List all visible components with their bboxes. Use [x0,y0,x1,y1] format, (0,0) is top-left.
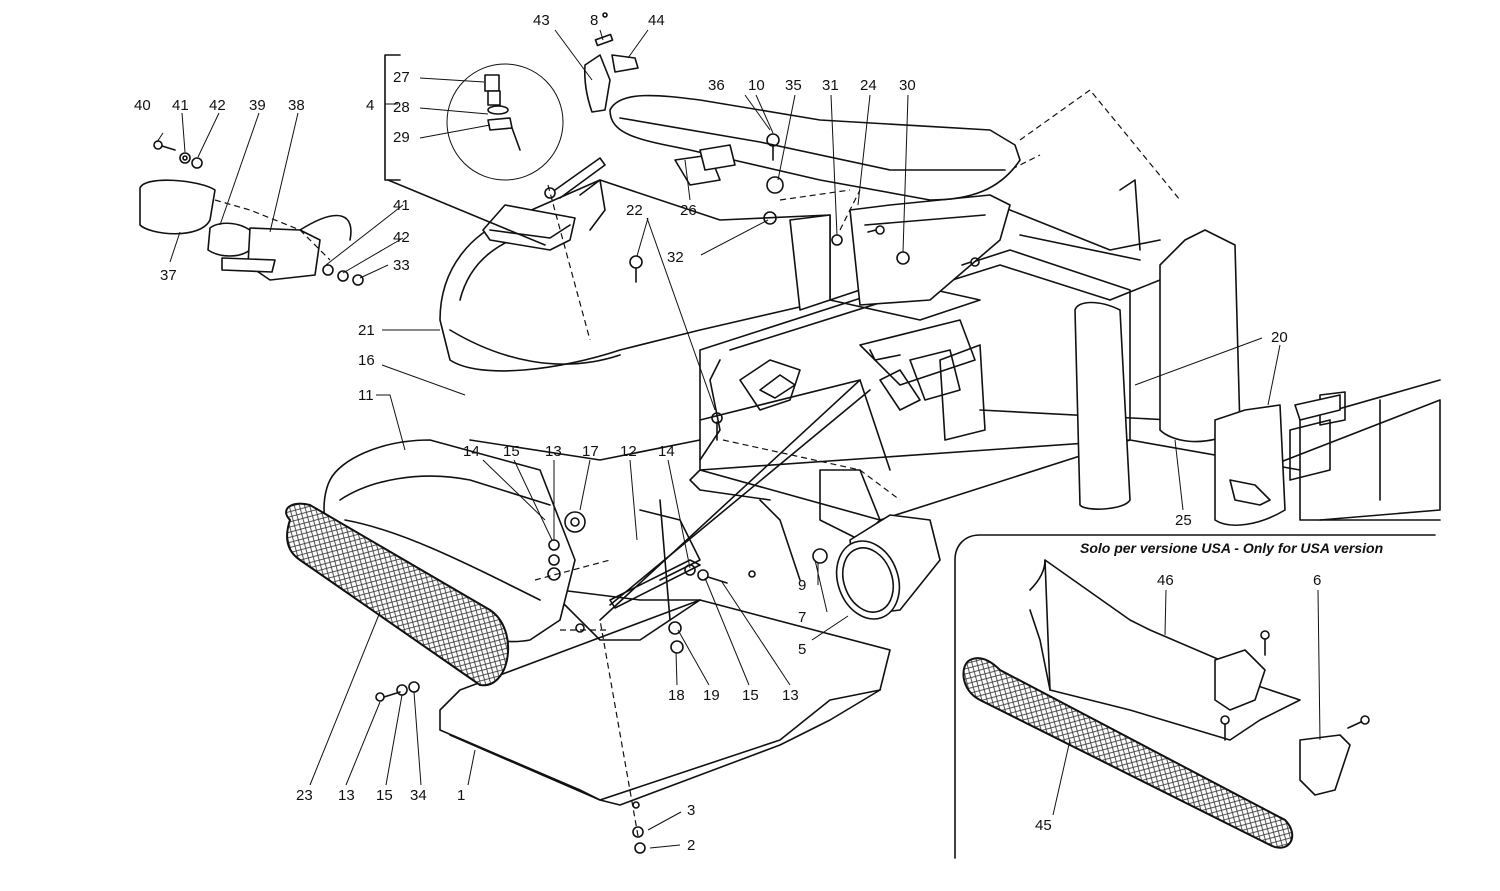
callout-19: 19 [703,687,720,704]
callout-35: 35 [785,77,802,94]
callout-46: 46 [1157,572,1174,589]
callout-labels: 43 8 44 40 41 42 39 38 37 27 4 28 29 41 … [134,12,1321,854]
callout-15-b: 15 [742,687,759,704]
callout-27: 27 [393,69,410,86]
callout-20: 20 [1271,329,1288,346]
callout-9: 9 [798,577,806,594]
floor-panel [439,570,891,809]
callout-38: 38 [288,97,305,114]
callout-41-b: 41 [393,197,410,214]
front-mesh-grille [285,502,510,687]
callout-36: 36 [708,77,725,94]
callout-1: 1 [457,787,465,804]
callout-7: 7 [798,609,806,626]
callout-4: 4 [366,97,374,114]
callout-33: 33 [393,257,410,274]
callout-18: 18 [668,687,685,704]
callout-13-b: 13 [782,687,799,704]
callout-42-b: 42 [393,229,410,246]
brace-arms [609,499,701,621]
callout-16: 16 [358,352,375,369]
callout-34: 34 [410,787,427,804]
callout-21: 21 [358,322,375,339]
callout-37: 37 [160,267,177,284]
callout-24: 24 [860,77,877,94]
callout-45: 45 [1035,817,1052,834]
callout-41: 41 [172,97,189,114]
detail-zoom-circle [384,54,591,341]
callout-17: 17 [582,443,599,460]
callout-10: 10 [748,77,765,94]
callout-2: 2 [687,837,695,854]
usa-inset [954,534,1436,859]
side-panel-24 [849,89,1181,306]
callout-6: 6 [1313,572,1321,589]
wheel-arch-liner [439,157,831,461]
callout-23: 23 [296,787,313,804]
callout-29: 29 [393,129,410,146]
callout-5: 5 [798,641,806,658]
callout-15: 15 [503,443,520,460]
callout-13: 13 [545,443,562,460]
callout-30: 30 [899,77,916,94]
rear-side-panels [1074,229,1441,526]
outlet-duct [835,514,941,620]
callout-39: 39 [249,97,266,114]
callout-13-c: 13 [338,787,355,804]
callout-12: 12 [620,443,637,460]
callout-25: 25 [1175,512,1192,529]
callout-43: 43 [533,12,550,29]
lamp-assembly [139,179,352,281]
callout-26: 26 [680,202,697,219]
callout-8: 8 [590,12,598,29]
callout-15-c: 15 [376,787,393,804]
callout-42: 42 [209,97,226,114]
callout-14: 14 [463,443,480,460]
small-clip-parts [583,33,639,113]
callout-40: 40 [134,97,151,114]
callout-22: 22 [626,202,643,219]
callout-31: 31 [822,77,839,94]
upper-trim-panel [609,94,1021,201]
callout-32: 32 [667,249,684,266]
leader-lines [156,29,1321,849]
usa-inset-note: Solo per versione USA - Only for USA ver… [1080,540,1383,556]
callout-44: 44 [648,12,665,29]
callout-28: 28 [393,99,410,116]
callout-3: 3 [687,802,695,819]
callout-11: 11 [358,387,374,404]
callout-14-b: 14 [658,443,675,460]
